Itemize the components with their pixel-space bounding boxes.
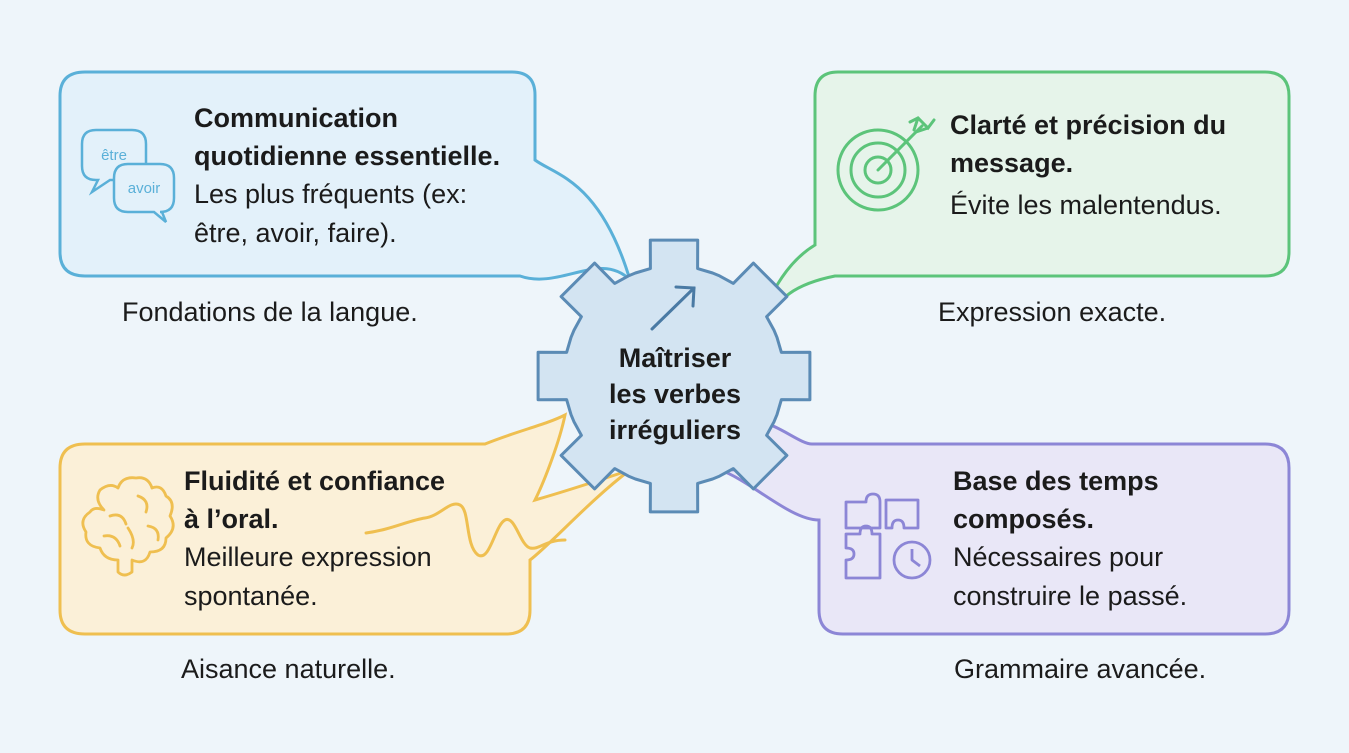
card-desc-line-1: Nécessaires pour [953,542,1164,572]
speech-bubbles-icon: être avoir [80,128,176,223]
caption-base: Grammaire avancée. [954,654,1207,684]
gear-icon [536,238,812,514]
caption-clarte: Expression exacte. [938,297,1167,327]
card-desc-line-2: construire le passé. [953,581,1188,611]
card-title-line-1: Fluidité et confiance [184,466,446,496]
card-title-line-1: Base des temps [953,466,1159,496]
center-line-3: irréguliers [608,415,742,445]
arrow-up-right-icon [650,285,696,331]
card-clarte: Clarté et précision du message. Évite le… [950,106,1226,225]
card-title-line-2: composés. [953,504,1095,534]
card-desc-line-2: spontanée. [184,581,318,611]
card-title-line-2: à l’oral. [184,504,279,534]
center-line-1: Maîtriser [618,343,732,373]
card-desc-line-2: être, avoir, faire). [194,218,397,248]
card-title-line-2: message. [950,148,1074,178]
icon-word-avoir: avoir [128,180,161,197]
card-communication: Communication quotidienne essentielle. L… [194,99,500,253]
card-desc-line-1: Évite les malentendus. [950,190,1222,220]
caption-communication: Fondations de la langue. [122,297,418,327]
puzzle-clock-icon [844,492,932,580]
card-desc-line-1: Meilleure expression [184,542,432,572]
caption-fluidite: Aisance naturelle. [181,654,396,684]
icon-word-etre: être [101,147,127,164]
card-base: Base des temps composés. Nécessaires pou… [953,462,1187,616]
sound-wave-decoration [364,502,567,558]
bubble-communication [58,70,632,282]
center-label: Maîtriser les verbes irréguliers [590,340,760,448]
bubble-fluidite [58,412,631,636]
card-fluidite: Fluidité et confiance à l’oral. Meilleur… [184,462,445,616]
card-title-line-2: quotidienne essentielle. [194,141,501,171]
card-desc-line-1: Les plus fréquents (ex: [194,179,468,209]
card-title-line-1: Clarté et précision du [950,110,1227,140]
target-icon [836,116,936,212]
center-line-2: les verbes [608,379,742,409]
brain-icon [81,476,175,577]
card-title-line-1: Communication [194,103,399,133]
